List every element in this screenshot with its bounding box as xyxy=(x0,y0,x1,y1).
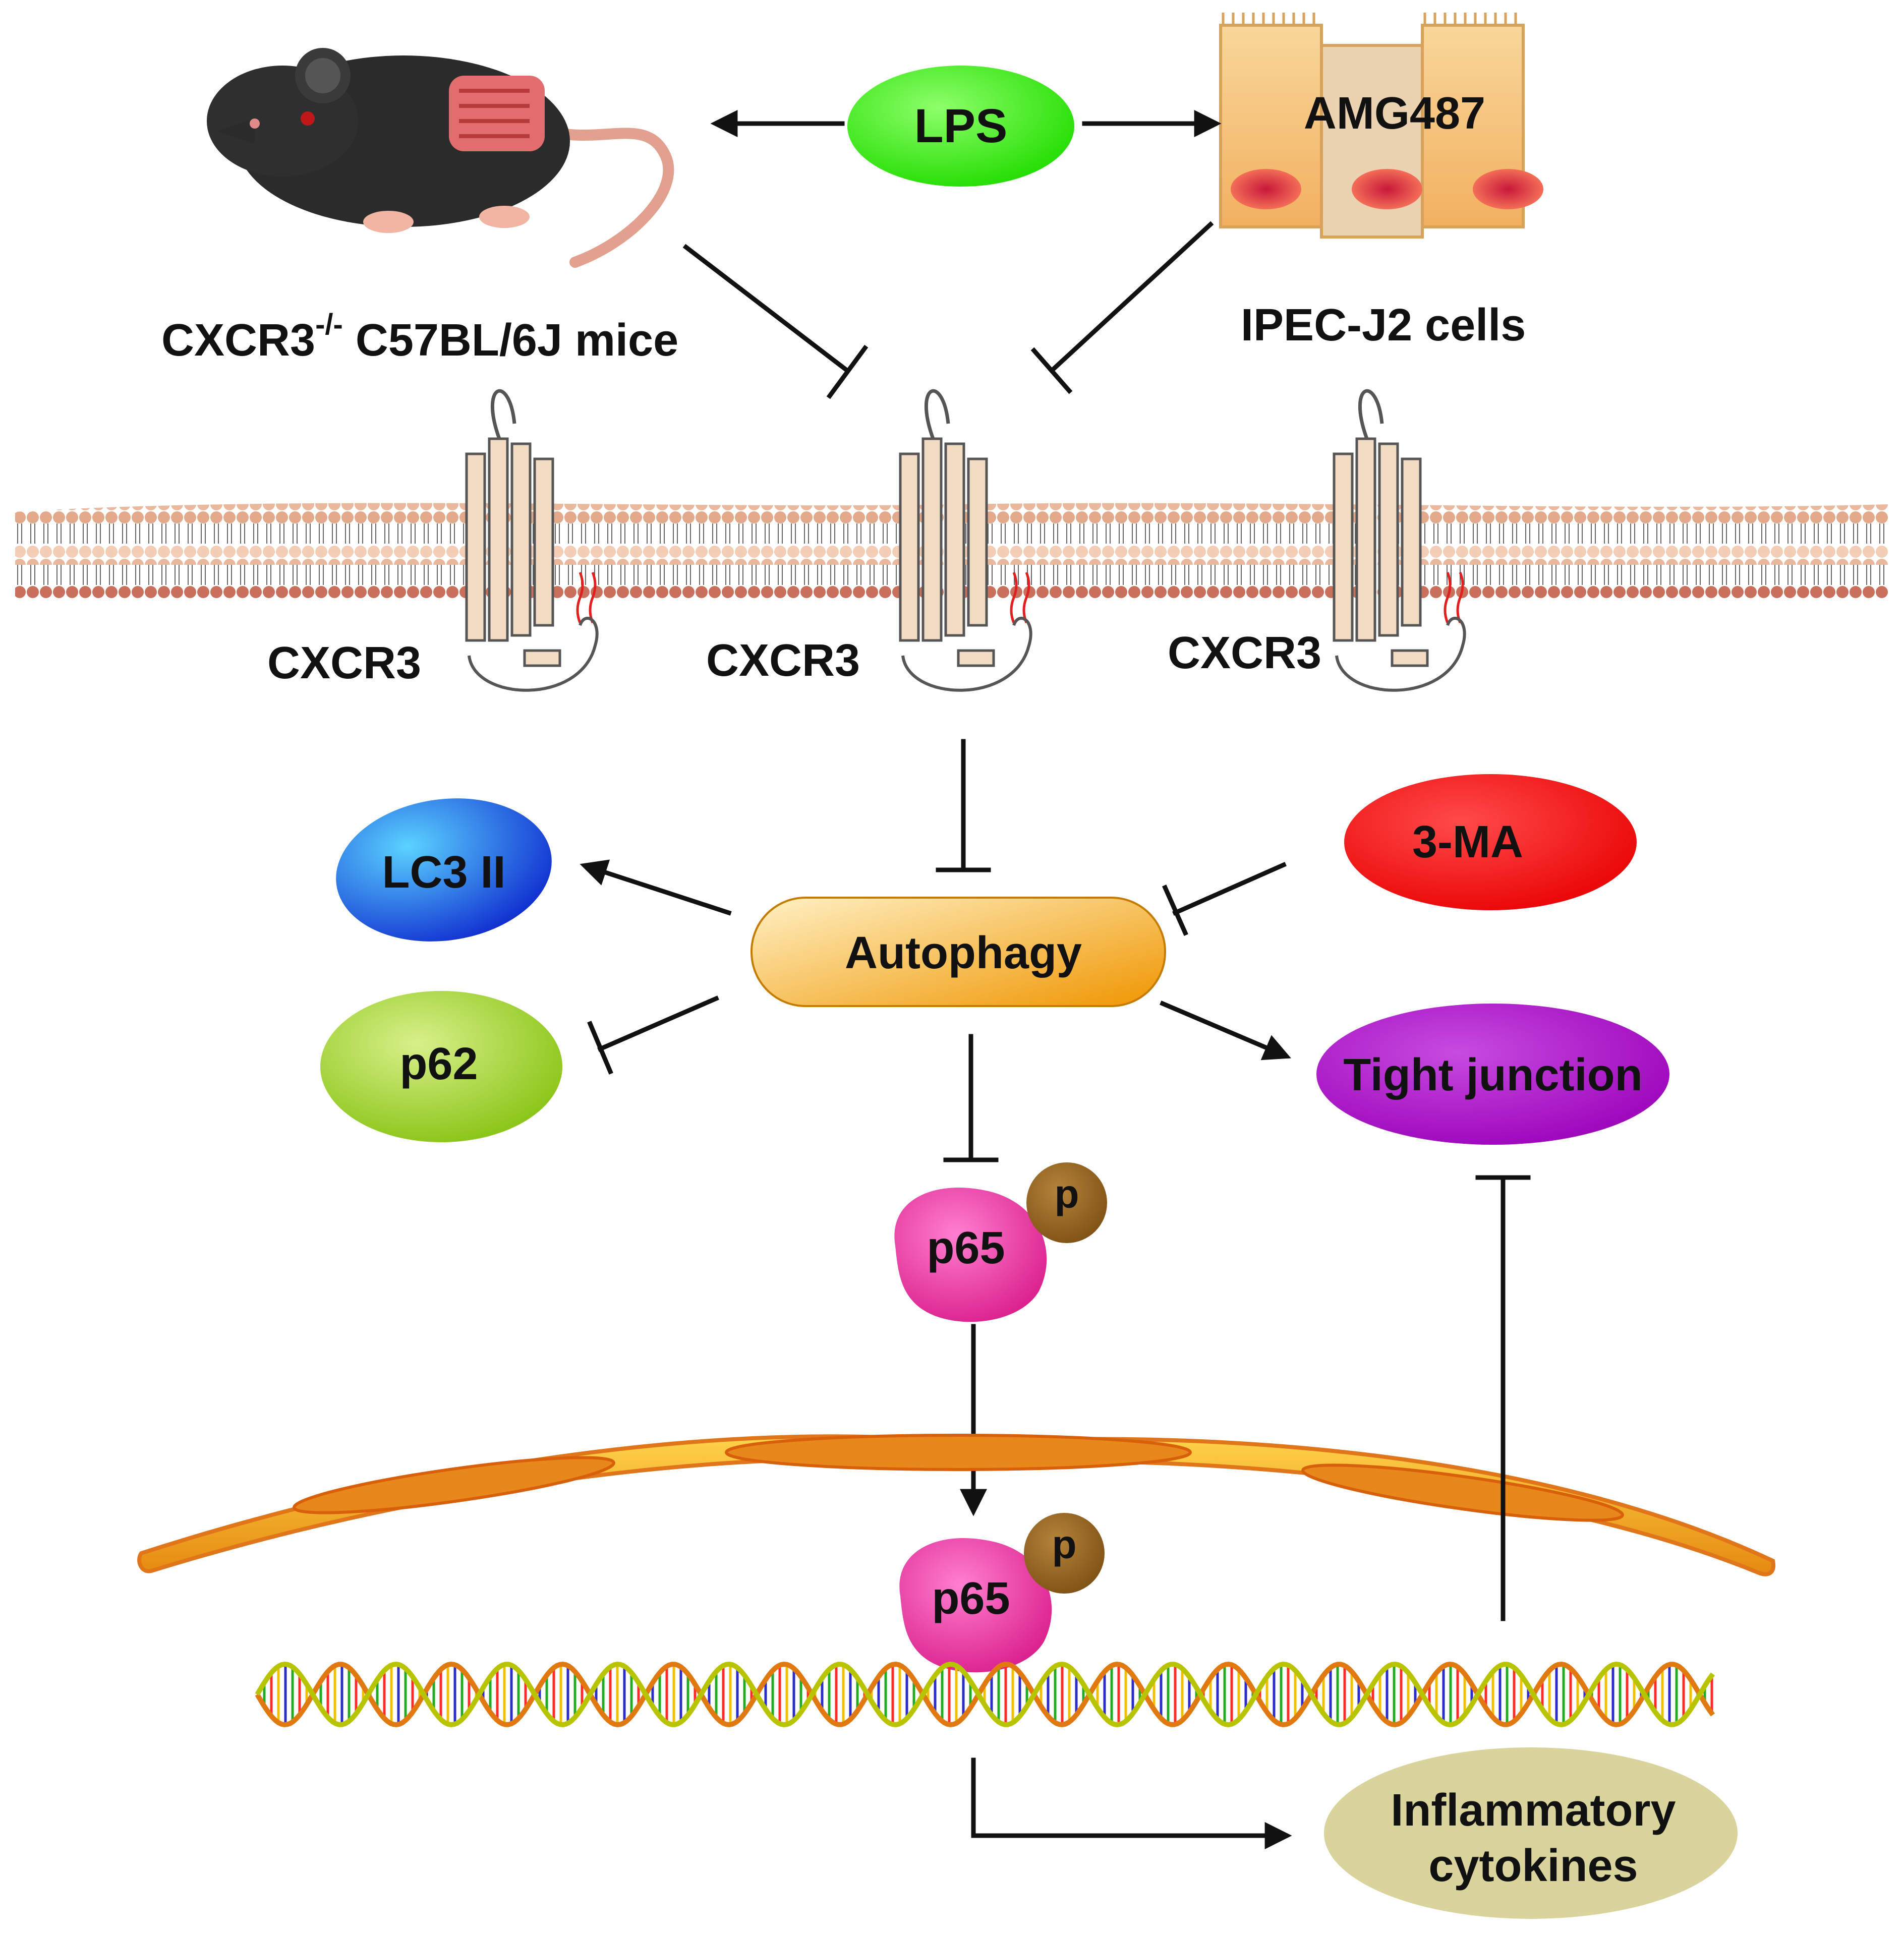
mouse-inhibits-cxcr3-line xyxy=(682,244,851,374)
lc3-ii-node xyxy=(336,798,552,942)
mouse-illustration xyxy=(207,48,674,268)
autophagy-to-tight-junction-arrow xyxy=(1160,1001,1291,1061)
autophagy-node xyxy=(751,897,1166,1007)
p62-inhibition-bar xyxy=(587,1021,613,1075)
three-ma-inhibition-bar xyxy=(1162,885,1188,936)
dna-helix xyxy=(255,1661,1715,1728)
mice-label: CXCR3-/- C57BL/6J mice xyxy=(161,308,678,366)
p65-nucleus-node xyxy=(899,1538,1052,1673)
phospho-nucleus-label: p xyxy=(1052,1522,1077,1567)
tight-junction-node xyxy=(1316,1004,1669,1145)
cxcr3-label-right: CXCR3 xyxy=(1168,628,1321,678)
phospho-cytoplasm-node xyxy=(1026,1162,1107,1243)
lps-node xyxy=(847,66,1074,187)
cxcr3-receptor-right xyxy=(1333,389,1466,692)
tight-junction-label: Tight junction xyxy=(1343,1050,1642,1100)
p62-label: p62 xyxy=(399,1039,478,1089)
dna-to-cytokines-arrow xyxy=(971,1757,1292,1849)
autophagy-label: Autophagy xyxy=(845,928,1082,978)
cxcr3-receptor-center xyxy=(899,389,1032,692)
p65-nucleus-label: p65 xyxy=(932,1573,1010,1624)
cxcr3-label-center: CXCR3 xyxy=(706,635,860,686)
three-ma-inhibits-autophagy-line xyxy=(1172,862,1287,916)
ipec-j2-label: IPEC-J2 cells xyxy=(1241,300,1526,350)
autophagy-inhibits-p62-line xyxy=(597,995,719,1052)
phospho-cytoplasm-label: p xyxy=(1055,1171,1079,1216)
cxcr3-label-left: CXCR3 xyxy=(267,638,421,688)
three-ma-label: 3-MA xyxy=(1412,817,1523,867)
lps-label: LPS xyxy=(914,99,1008,153)
mouse-inhibition-bar xyxy=(826,344,869,399)
dna-strand xyxy=(255,1661,1715,1728)
phospho-nucleus-node xyxy=(1024,1513,1105,1594)
ipec-j2-cells-illustration xyxy=(1219,13,1543,239)
inflammatory-cytokines-node xyxy=(1324,1747,1738,1919)
nuclear-envelope xyxy=(137,1434,1775,1576)
amg487-label: AMG487 xyxy=(1304,88,1485,139)
lc3-ii-label: LC3 II xyxy=(382,847,505,898)
cells-inhibition-bar xyxy=(1030,347,1073,394)
p65-cytoplasm-node xyxy=(894,1187,1047,1322)
dna-strand xyxy=(255,1661,1715,1728)
three-ma-node xyxy=(1344,774,1637,910)
p62-node xyxy=(320,991,562,1142)
cells-inhibit-cxcr3-line xyxy=(1048,221,1214,374)
cxcr3-receptor-left xyxy=(465,389,599,692)
p65-cytoplasm-label: p65 xyxy=(927,1223,1005,1273)
autophagy-to-lc3-arrow xyxy=(580,859,732,916)
